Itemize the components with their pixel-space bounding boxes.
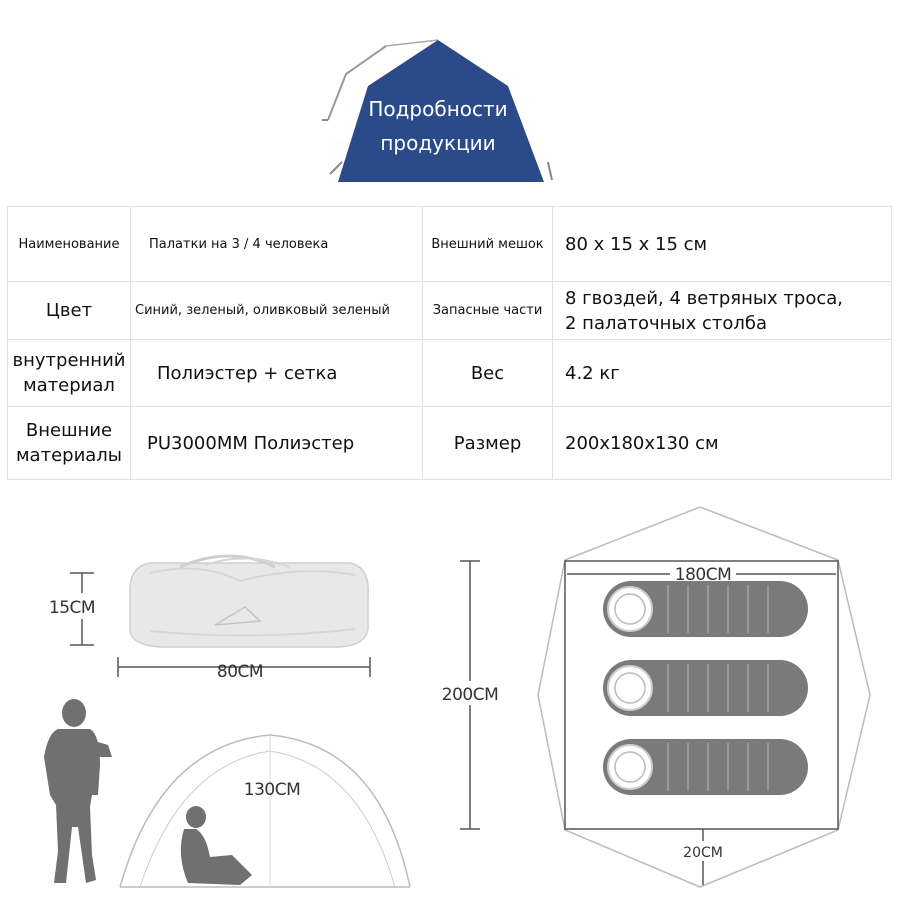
carry-bag-illustration xyxy=(129,554,369,648)
spec-value-size: 200x180x130 см xyxy=(552,406,892,480)
tent-height-label: 130CM xyxy=(244,780,301,800)
page-title-line-2: продукции xyxy=(380,131,496,155)
standing-person-icon xyxy=(44,699,112,883)
page-title-line-1: Подробности xyxy=(368,97,508,121)
bag-height-label: 15CM xyxy=(49,598,95,618)
spec-value-inner-material: Полиэстер + сетка xyxy=(130,339,423,407)
header-badge-shape xyxy=(338,40,544,182)
spec-label-inner-material: внутренний материал xyxy=(7,339,131,407)
vestibule-label: 20CM xyxy=(683,845,723,861)
spec-label-inner-material-line-2: материал xyxy=(23,375,115,396)
tent-side-view xyxy=(119,734,411,888)
spec-value-outer-material: PU3000MM Полиэстер xyxy=(130,406,423,480)
bag-length-label: 80CM xyxy=(217,662,263,682)
spec-label-outer-material-line-2: материалы xyxy=(15,445,123,466)
spec-value-color: Синий, зеленый, оливковый зеленый xyxy=(130,281,423,340)
spec-value-weight: 4.2 кг xyxy=(552,339,892,407)
sleeping-bag-icon xyxy=(603,660,808,716)
dimension-diagrams: 15CM 80CM 130CM 200CM 180CM xyxy=(44,506,871,888)
tent-frame-icon xyxy=(322,39,553,181)
bag-height-dimension: 15CM xyxy=(44,572,100,646)
spec-row: внутренний материал Полиэстер + сетка Ве… xyxy=(7,339,892,407)
bag-logo-icon xyxy=(214,606,262,626)
spec-value-outer-bag: 80 x 15 x 15 см xyxy=(552,206,892,282)
spec-label-weight: Вес xyxy=(422,339,553,407)
spec-label-outer-material-line-1: Внешние xyxy=(25,420,113,441)
sitting-person-icon xyxy=(180,806,252,885)
tent-top-view: 180CM xyxy=(537,506,871,888)
spec-label-inner-material-line-1: внутренний xyxy=(12,350,126,371)
page-title: Подробности продукции xyxy=(348,92,528,160)
spec-label-outer-material: Внешние материалы xyxy=(7,406,131,480)
spec-label-name: Наименование xyxy=(7,206,131,282)
sleeping-bag-icon xyxy=(603,581,808,637)
spec-value-spare-parts: 8 гвоздей, 4 ветряных троса, 2 палаточны… xyxy=(552,281,892,340)
bag-length-dimension: 80CM xyxy=(117,657,371,682)
spec-value-spare-parts-line-2: 2 палаточных столба xyxy=(565,312,768,334)
header-badge xyxy=(322,39,553,182)
tent-width-label: 180CM xyxy=(675,565,732,585)
spec-label-size: Размер xyxy=(422,406,553,480)
spec-label-spare-parts: Запасные части xyxy=(422,281,553,340)
spec-row: Внешние материалы PU3000MM Полиэстер Раз… xyxy=(7,406,892,480)
spec-table: Наименование Палатки на 3 / 4 человека В… xyxy=(7,206,892,480)
sleeping-bag-icon xyxy=(603,739,808,795)
spec-row: Цвет Синий, зеленый, оливковый зеленый З… xyxy=(7,281,892,340)
tent-length-label: 200CM xyxy=(442,685,499,705)
spec-label-color: Цвет xyxy=(7,281,131,340)
spec-label-outer-bag: Внешний мешок xyxy=(422,206,553,282)
spec-row: Наименование Палатки на 3 / 4 человека В… xyxy=(7,206,892,282)
spec-value-name: Палатки на 3 / 4 человека xyxy=(130,206,423,282)
tent-length-dimension: 200CM xyxy=(436,560,504,830)
spec-value-spare-parts-line-1: 8 гвоздей, 4 ветряных троса, xyxy=(565,287,844,309)
